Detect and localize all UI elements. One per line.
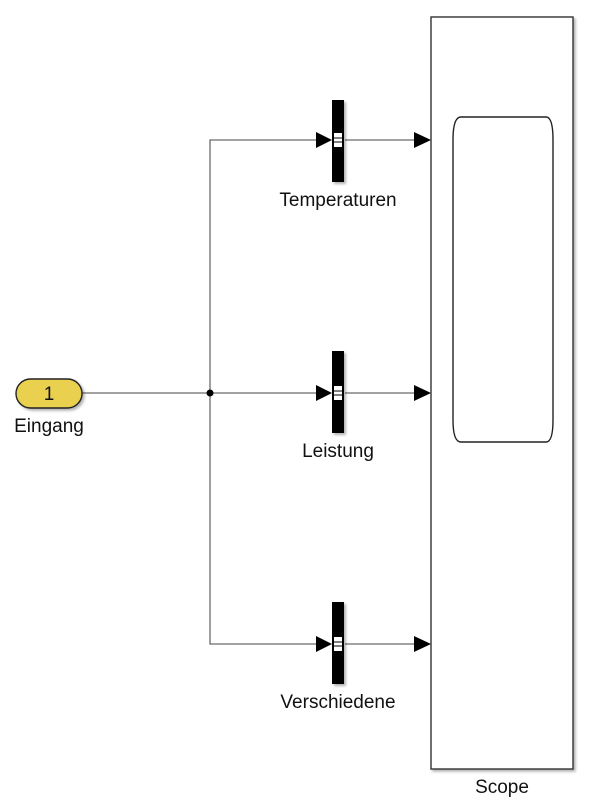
inport-label: Eingang <box>14 416 84 437</box>
signal-line-branch-bottom[interactable] <box>209 393 317 645</box>
arrow-icon <box>316 636 332 652</box>
bus-selector-label: Temperaturen <box>279 190 396 211</box>
bus-selector-port-icon <box>334 637 342 651</box>
bus-selector-label: Leistung <box>302 441 374 462</box>
arrow-icon <box>316 385 332 401</box>
arrow-icon <box>414 385 431 401</box>
scope-block[interactable]: Scope <box>430 16 574 798</box>
bus-selector-verschiedene[interactable]: Verschiedene <box>280 602 396 713</box>
bus-selector-leistung[interactable]: Leistung <box>302 351 374 462</box>
bus-selector-label: Verschiedene <box>280 692 395 713</box>
bus-selector-temperaturen[interactable]: Temperaturen <box>279 100 397 211</box>
inport-shape[interactable] <box>15 378 83 409</box>
arrow-icon <box>414 636 431 652</box>
branch-point <box>206 389 214 397</box>
signal-lines <box>82 139 414 645</box>
inport-number: 1 <box>44 384 55 405</box>
arrow-icon <box>414 132 431 148</box>
scope-screen-icon <box>452 116 554 443</box>
arrow-icon <box>316 132 332 148</box>
bus-selector-port-icon <box>334 133 342 147</box>
inport-block[interactable]: 1 Eingang <box>14 378 84 437</box>
arrowheads <box>316 132 431 652</box>
bus-selector-port-icon <box>334 386 342 400</box>
signal-line-branch-top[interactable] <box>209 139 317 393</box>
scope-label: Scope <box>475 777 529 798</box>
